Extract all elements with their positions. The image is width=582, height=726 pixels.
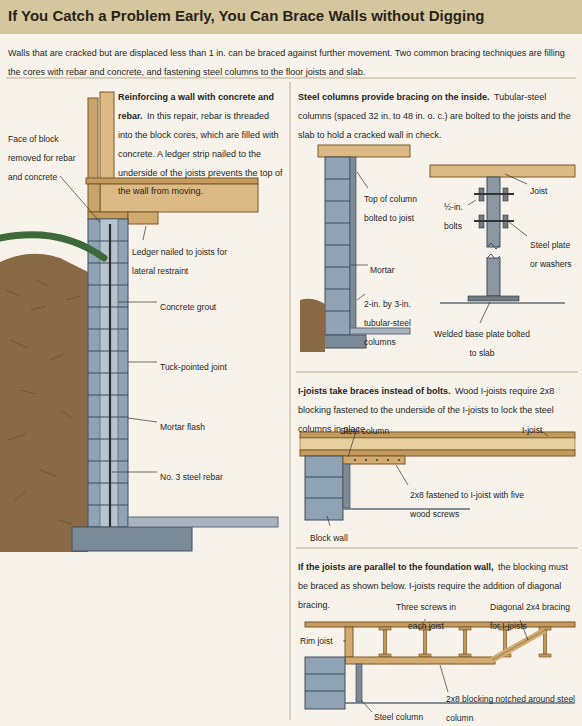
- text-block: ½-in. bolts: [444, 196, 474, 234]
- callout-label: Welded base plate bolted to slab: [434, 329, 530, 358]
- intro-text: Walls that are cracked but are displaced…: [8, 48, 565, 77]
- callout-label: I-joist: [522, 425, 542, 435]
- text-block: Reinforcing a wall with concrete and reb…: [118, 86, 284, 199]
- text-block: Mortar flash: [160, 416, 270, 435]
- callout-label: Ledger nailed to joists for lateral rest…: [132, 247, 227, 276]
- callout-label: Face of block removed for rebar and conc…: [8, 134, 76, 182]
- callout-label: 2-in. by 3-in. tubular-steel columns: [364, 299, 411, 347]
- text-block: Tuck-pointed joint: [160, 356, 270, 375]
- body-text: In this repair, rebar is threaded into t…: [118, 111, 283, 197]
- text-block: 2x8 blocking notched around steel column: [446, 688, 576, 726]
- text-block: Top of column bolted to joist: [364, 188, 422, 226]
- text-block: Steel plate or washers: [530, 234, 576, 272]
- text-block: Steel columns provide bracing on the ins…: [298, 86, 574, 143]
- text-block: No. 3 steel rebar: [160, 466, 270, 485]
- text-block: Concrete grout: [160, 296, 270, 315]
- section-heading: If the joists are parallel to the founda…: [298, 562, 494, 572]
- text-block: Three screws in each joist: [394, 596, 458, 634]
- callout-label: Mortar: [370, 265, 395, 275]
- callout-label: Joist: [530, 186, 547, 196]
- callout-label: Steel column: [340, 426, 389, 436]
- text-block: Ledger nailed to joists for lateral rest…: [132, 241, 242, 279]
- callout-label: 2x8 fastened to I-joist with five wood s…: [410, 490, 524, 519]
- callout-label: Diagonal 2x4 bracing for I-joists: [490, 602, 570, 631]
- callout-label: Steel column: [374, 712, 423, 722]
- section-heading: I-joists take braces instead of bolts.: [298, 386, 451, 396]
- callout-label: No. 3 steel rebar: [160, 472, 223, 482]
- text-block: Face of block removed for rebar and conc…: [8, 128, 82, 185]
- text-block: Joist: [530, 180, 574, 199]
- text-block: Steel column: [374, 706, 444, 725]
- text-block: 2x8 fastened to I-joist with five wood s…: [410, 484, 540, 522]
- callout-label: Block wall: [310, 533, 348, 543]
- callout-label: Top of column bolted to joist: [364, 194, 417, 223]
- callout-label: Three screws in each joist: [396, 602, 456, 631]
- callout-label: Mortar flash: [160, 422, 205, 432]
- text-block: Walls that are cracked but are displaced…: [8, 42, 574, 80]
- text-block: Welded base plate bolted to slab: [430, 323, 534, 361]
- callout-label: Concrete grout: [160, 302, 216, 312]
- title-band: If You Catch a Problem Early, You Can Br…: [0, 0, 582, 34]
- callout-label: Steel plate or washers: [530, 240, 572, 269]
- callout-label: 2x8 blocking notched around steel column: [446, 694, 575, 723]
- text-block: 2-in. by 3-in. tubular-steel columns: [364, 293, 434, 350]
- section-heading: Steel columns provide bracing on the ins…: [298, 92, 490, 102]
- text-block: I-joist: [522, 419, 572, 438]
- title: If You Catch a Problem Early, You Can Br…: [8, 7, 484, 24]
- text-block: Steel column: [340, 420, 410, 439]
- text-block: Mortar: [370, 259, 420, 278]
- callout-label: Rim joist: [300, 636, 333, 646]
- callout-label: ½-in. bolts: [444, 202, 463, 231]
- text-block: Diagonal 2x4 bracing for I-joists: [490, 596, 576, 634]
- callout-label: Tuck-pointed joint: [160, 362, 227, 372]
- text-block: Block wall: [310, 527, 380, 546]
- text-block: Rim joist: [300, 630, 342, 649]
